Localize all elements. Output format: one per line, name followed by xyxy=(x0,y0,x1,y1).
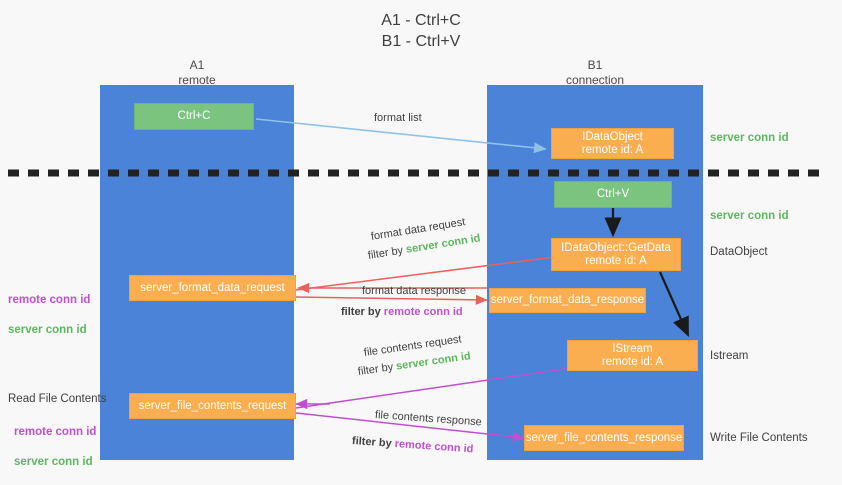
annotation-write-file-contents: Write File Contents xyxy=(710,432,808,444)
annotation-left-conn-stack-bottom: remote conn id server conn id xyxy=(14,410,96,485)
column-header-b1: B1 connection xyxy=(565,58,625,87)
filter-by-text-3: filter by xyxy=(357,361,394,378)
annotation-server-conn-id-top: server conn id xyxy=(710,132,789,144)
left-remote-conn-id-1: remote conn id xyxy=(8,294,91,306)
remote-conn-id-text-1: remote conn id xyxy=(383,306,463,318)
annotation-istream: Istream xyxy=(710,350,749,362)
left-remote-conn-id-2: remote conn id xyxy=(14,426,97,438)
remote-conn-id-text-2: remote conn id xyxy=(394,437,474,456)
box-server-format-data-response[interactable]: server_format_data_response xyxy=(489,288,646,313)
annotation-left-conn-stack-top: remote conn id server conn id xyxy=(8,278,90,353)
box-server-file-contents-response[interactable]: server_file_contents_response xyxy=(524,425,684,451)
edge-label-filter-remote-conn-id-2: filter by remote conn id xyxy=(352,434,474,456)
filter-by-text-1: filter by xyxy=(367,244,404,262)
filter-by-text-4: filter by xyxy=(351,435,393,450)
box-idataobject-getdata[interactable]: IDataObject::GetData remote id: A xyxy=(551,238,681,271)
annotation-read-file-contents: Read File Contents xyxy=(8,393,107,405)
edge-label-format-data-response: format data response xyxy=(362,285,466,297)
box-server-format-data-request[interactable]: server_format_data_request xyxy=(129,275,296,301)
annotation-dataobject: DataObject xyxy=(710,246,768,258)
edge-label-filter-remote-conn-id-1: filter by remote conn id xyxy=(341,305,463,319)
box-ctrl-c[interactable]: Ctrl+C xyxy=(134,103,254,130)
column-header-a1: A1 remote xyxy=(178,58,216,87)
box-istream[interactable]: IStream remote id: A xyxy=(567,340,698,371)
edge-label-format-list: format list xyxy=(374,112,422,124)
box-ctrl-v[interactable]: Ctrl+V xyxy=(554,181,672,208)
box-idataobject[interactable]: IDataObject remote id: A xyxy=(551,128,674,159)
page-title: A1 - Ctrl+C B1 - Ctrl+V xyxy=(381,12,461,50)
left-server-conn-id-2: server conn id xyxy=(14,456,93,468)
box-server-file-contents-request[interactable]: server_file_contents_request xyxy=(129,393,296,419)
left-server-conn-id-1: server conn id xyxy=(8,324,87,336)
annotation-server-conn-id-mid: server conn id xyxy=(710,210,789,222)
edge-label-file-contents-response: file contents response xyxy=(374,409,483,429)
filter-by-text-2: filter by xyxy=(341,306,381,318)
